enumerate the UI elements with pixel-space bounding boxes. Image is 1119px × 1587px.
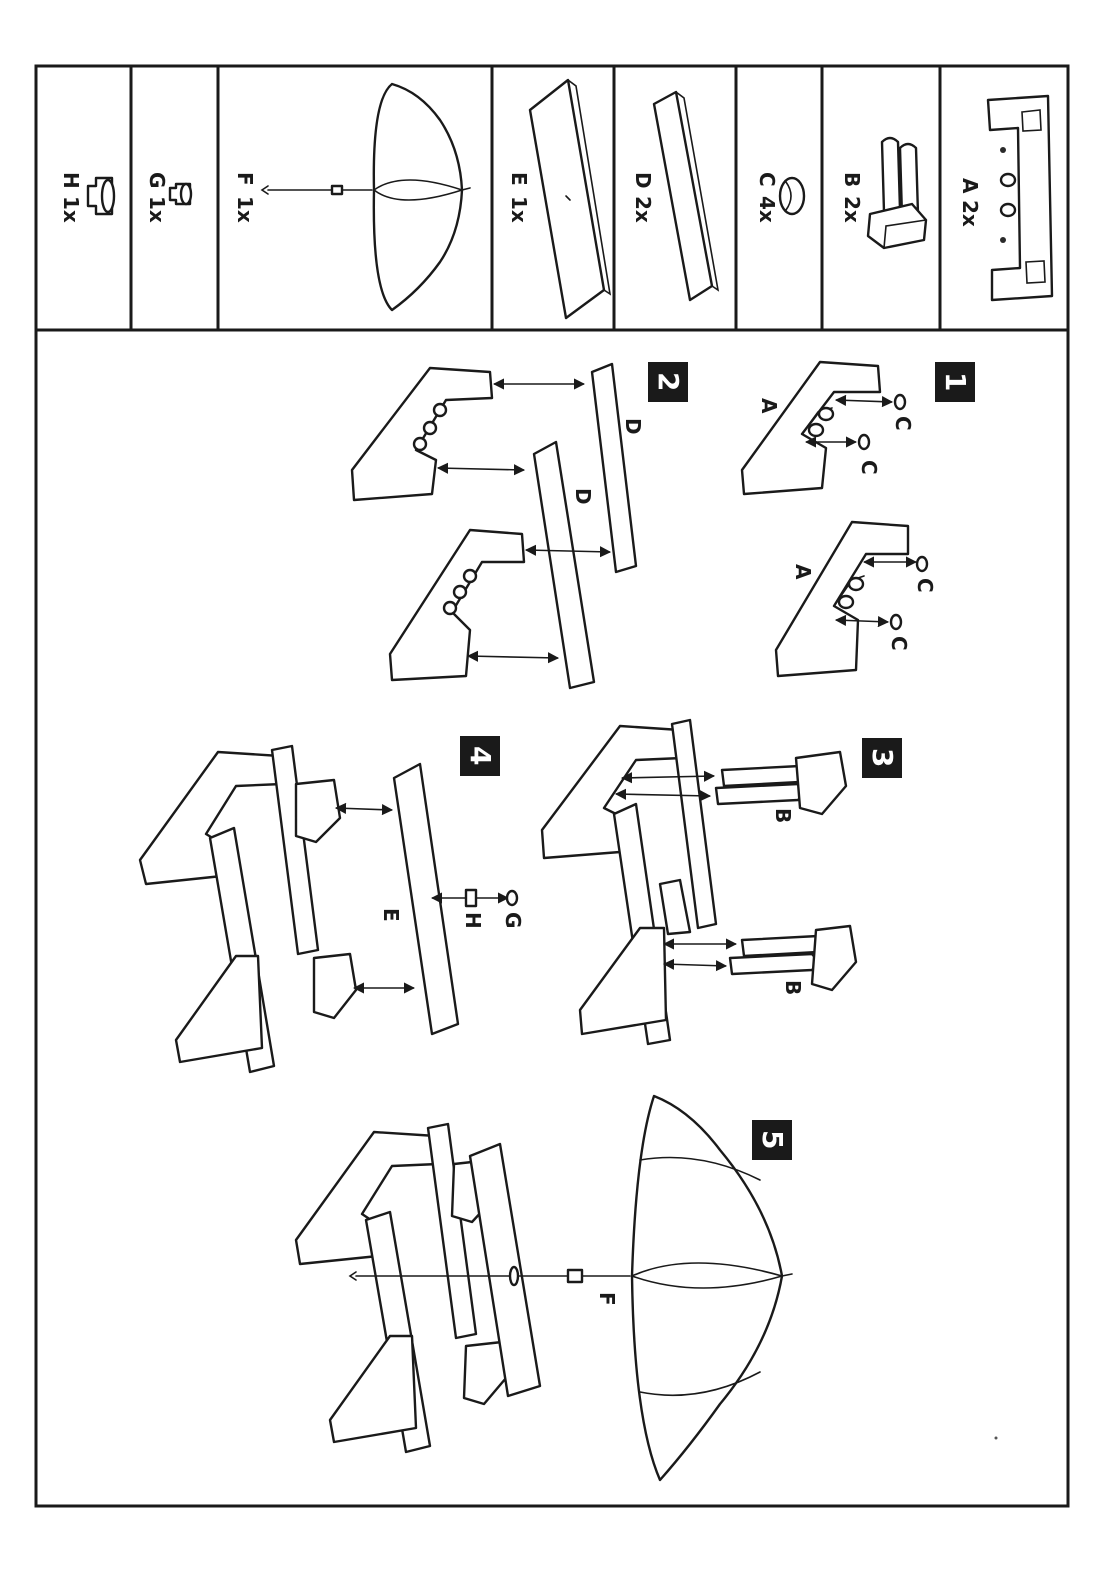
step-3-badge: 3	[862, 738, 902, 778]
part-e-table-top-icon	[530, 80, 610, 318]
step-2-label-d-1: D	[621, 418, 645, 435]
svg-text:4: 4	[464, 746, 497, 765]
part-d-qty: 2x	[631, 196, 655, 223]
step-4-label-h: H	[461, 912, 485, 929]
step-4-label-g: G	[501, 912, 525, 928]
part-f-cell: F 1x	[233, 84, 470, 310]
step-4-label-e: E	[379, 908, 403, 922]
part-g-cap-icon	[170, 184, 191, 204]
step-1-label-c-2: C	[857, 460, 881, 475]
part-g-cell: G 1x	[145, 172, 191, 223]
part-e-label: E	[507, 172, 531, 186]
part-a-label: A	[958, 178, 982, 194]
part-e-cell: E 1x	[507, 80, 610, 318]
step-1-diagram: A C C A C C	[742, 362, 937, 676]
part-c-cell: C 4x	[755, 172, 804, 223]
part-c-qty: 4x	[755, 196, 779, 223]
step-1-badge: 1	[935, 362, 975, 402]
step-1-label-c-3: C	[913, 578, 937, 593]
part-b-cell: B 2x	[840, 138, 926, 248]
step-1-label-a-upper: A	[757, 398, 781, 414]
step-5-diagram: F	[296, 1096, 792, 1480]
part-b-label: B	[840, 172, 864, 187]
part-c-label: C	[755, 172, 779, 187]
part-f-label: F	[233, 172, 257, 186]
part-h-sleeve-icon	[88, 178, 114, 214]
part-e-qty: 1x	[507, 196, 531, 223]
svg-text:2: 2	[652, 372, 685, 391]
part-h-qty: 1x	[59, 196, 83, 223]
part-d-seat-plank-icon	[654, 92, 718, 300]
part-b-qty: 2x	[840, 196, 864, 223]
part-a-cell: A 2x	[958, 96, 1052, 300]
step-1-label-c-1: C	[891, 416, 915, 431]
part-g-qty: 1x	[145, 196, 169, 223]
step-5-label-f: F	[595, 1292, 619, 1306]
part-d-label: D	[631, 172, 655, 189]
part-b-support-block-icon	[868, 138, 926, 248]
part-h-cell: H 1x	[59, 172, 114, 223]
step-2-diagram: D D	[352, 364, 645, 688]
part-a-end-frame-icon	[988, 96, 1052, 300]
step-5-badge: 5	[752, 1120, 792, 1160]
part-d-cell: D 2x	[631, 92, 718, 300]
sheet-border	[36, 66, 1068, 1506]
step-4-diagram: E H G	[140, 746, 525, 1072]
step-1-label-a-lower: A	[791, 564, 815, 580]
svg-text:3: 3	[866, 748, 899, 767]
part-f-parasol-icon	[262, 84, 470, 310]
part-a-qty: 2x	[958, 200, 982, 227]
step-3-label-b-2: B	[781, 980, 805, 995]
step-3-diagram: B B	[542, 720, 856, 1044]
part-f-qty: 1x	[233, 196, 257, 223]
step-1-label-c-4: C	[887, 636, 911, 651]
part-c-foot-cap-icon	[780, 178, 804, 214]
part-h-label: H	[59, 172, 83, 189]
step-4-badge: 4	[460, 736, 500, 776]
svg-text:1: 1	[939, 372, 972, 391]
step-2-badge: 2	[648, 362, 688, 402]
svg-text:5: 5	[756, 1130, 789, 1149]
part-g-label: G	[145, 172, 169, 188]
step-3-label-b-1: B	[771, 808, 795, 823]
step-2-label-d-2: D	[571, 488, 595, 505]
speck	[995, 1437, 998, 1440]
